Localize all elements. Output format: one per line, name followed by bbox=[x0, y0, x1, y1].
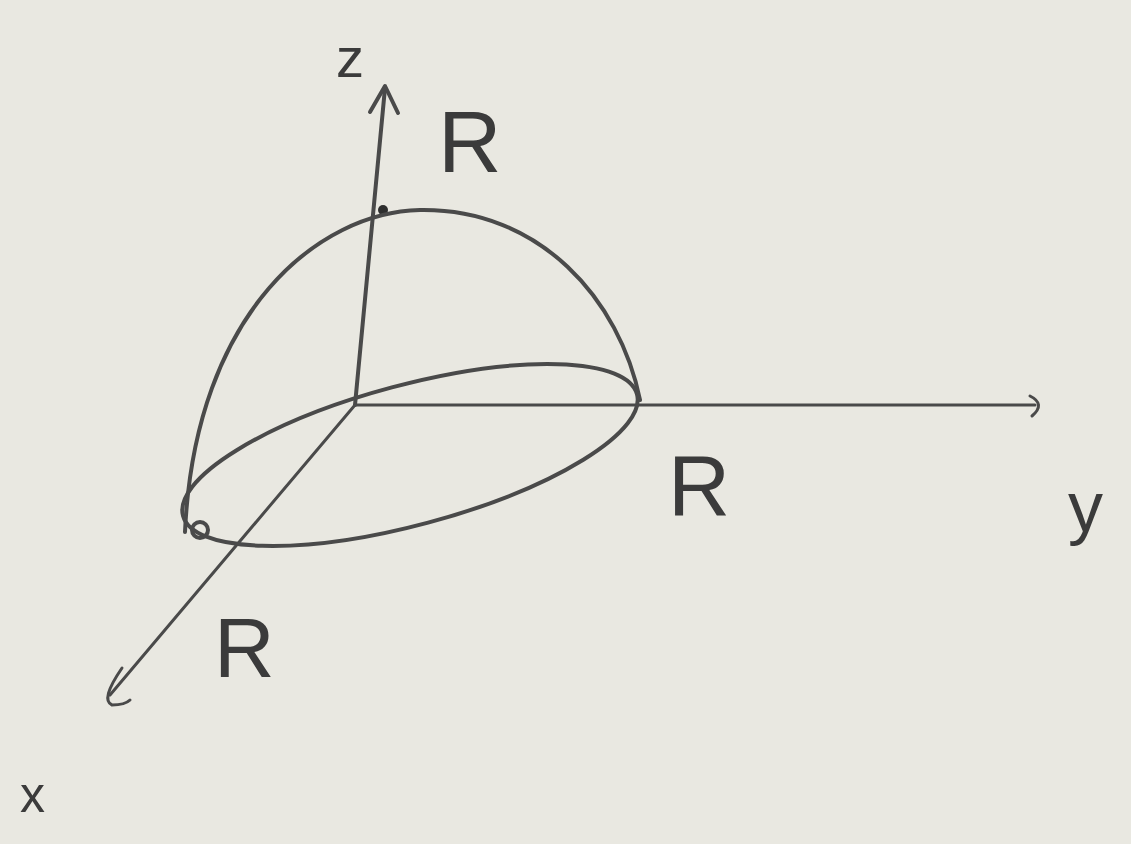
dimension-label: R bbox=[214, 606, 275, 690]
z-arrowhead bbox=[370, 86, 398, 113]
axis-label: x bbox=[20, 770, 45, 820]
z-axis bbox=[355, 88, 385, 405]
dimension-label: R bbox=[438, 98, 502, 186]
x-arrowhead bbox=[108, 668, 130, 705]
base-ellipse bbox=[165, 327, 655, 584]
axis-label: y bbox=[1068, 472, 1103, 542]
dome-arc bbox=[185, 210, 640, 532]
y-arrowhead bbox=[1030, 396, 1039, 416]
x-axis bbox=[110, 405, 355, 695]
x-point bbox=[192, 522, 208, 538]
dimension-label: R bbox=[668, 442, 730, 528]
y-axis bbox=[355, 404, 1035, 407]
axis-label: z bbox=[336, 30, 364, 86]
